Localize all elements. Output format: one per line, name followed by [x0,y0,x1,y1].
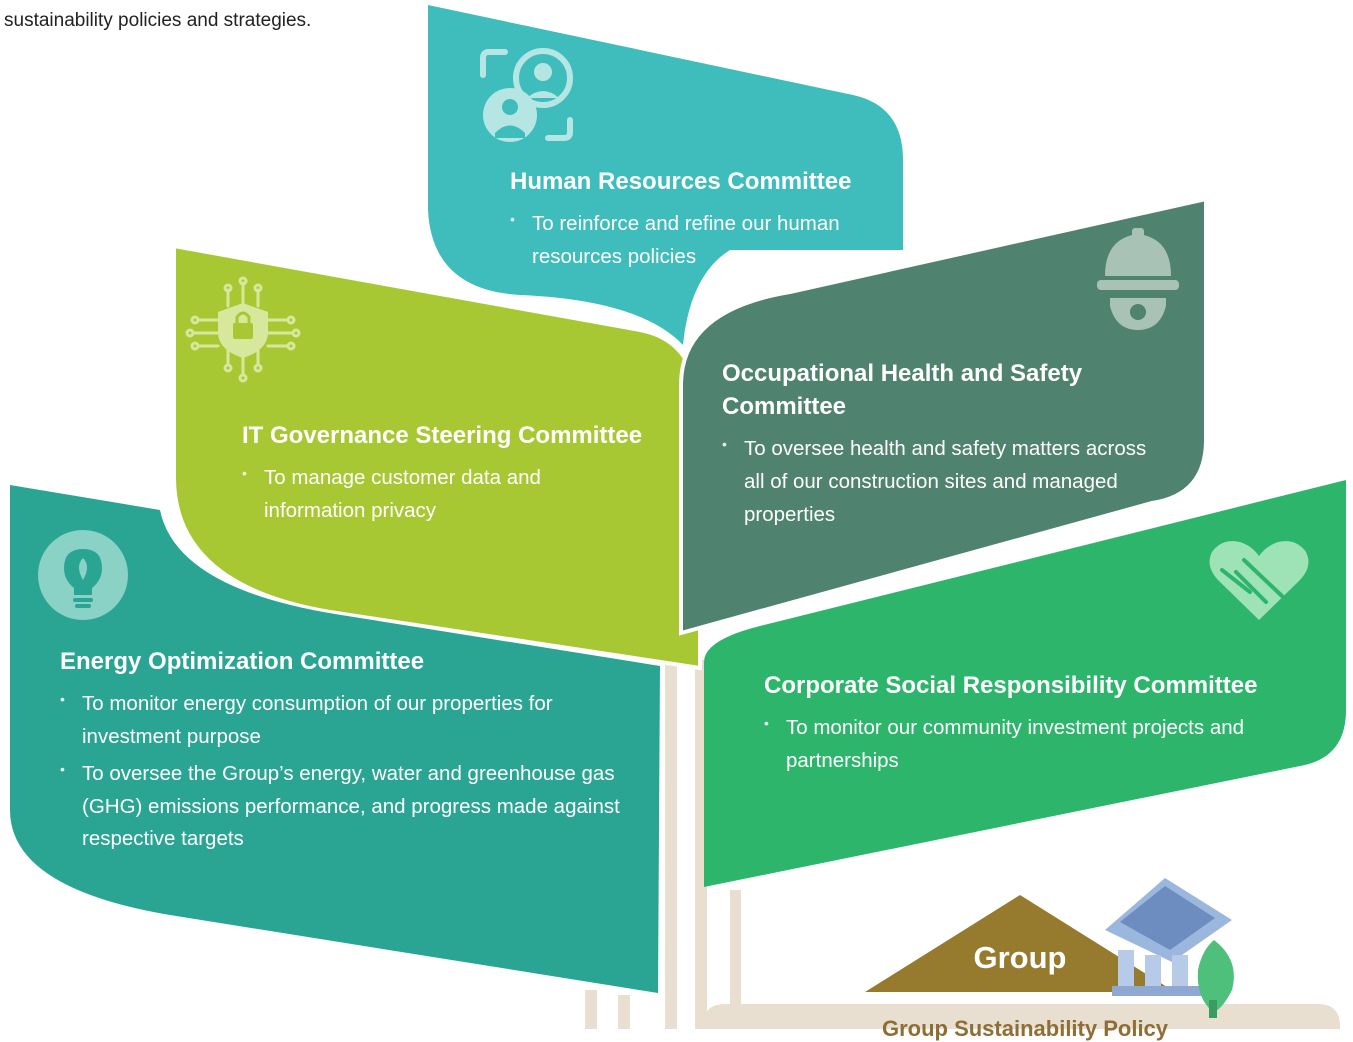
intro-text: sustainability policies and strategies. [4,10,312,31]
energy-committee-text: Energy Optimization Committee To monitor… [60,645,635,860]
it-committee-text: IT Governance Steering Committee To mana… [242,419,652,532]
csr-committee-text: Corporate Social Responsibility Committe… [764,669,1284,782]
group-policy-label: Group Sustainability Policy [881,1016,1169,1041]
ohs-committee-points: To oversee health and safety matters acr… [722,433,1162,531]
heart-handshake-icon [1209,541,1309,620]
people-group-icon [480,48,573,142]
shield-lock-circuit-icon [185,276,301,383]
it-committee-points: To manage customer data and information … [242,462,652,528]
csr-committee-panel [704,480,1346,887]
it-committee-panel [172,243,702,671]
ohs-committee-title: Occupational Health and Safety Committee [722,360,1083,421]
lightbulb-leaf-icon [38,530,128,620]
list-item: To monitor energy consumption of our pro… [60,688,582,754]
bank-building-leaf-icon [1105,878,1234,1018]
csr-committee-points: To monitor our community investment proj… [764,712,1284,778]
ohs-committee-text: Occupational Health and Safety Committee… [722,357,1162,536]
group-label: Group [973,940,1067,975]
tree-stems [585,660,741,1029]
it-committee-title: IT Governance Steering Committee [242,422,643,449]
list-item: To oversee the Group’s energy, water and… [60,758,635,856]
list-item: To oversee health and safety matters acr… [722,433,1162,531]
list-item: To reinforce and refine our human resour… [510,208,880,274]
hr-committee-title: Human Resources Committee [510,168,852,195]
hard-hat-gear-icon [1097,228,1179,330]
energy-committee-title: Energy Optimization Committee [60,648,425,675]
group-triangle [865,895,1175,992]
energy-committee-points: To monitor energy consumption of our pro… [60,688,635,856]
list-item: To manage customer data and information … [242,462,584,528]
csr-committee-title: Corporate Social Responsibility Committe… [764,672,1258,699]
hr-committee-text: Human Resources Committee To reinforce a… [510,165,880,278]
list-item: To monitor our community investment proj… [764,712,1284,778]
hr-committee-points: To reinforce and refine our human resour… [510,208,880,274]
policy-bar [703,1004,1340,1029]
